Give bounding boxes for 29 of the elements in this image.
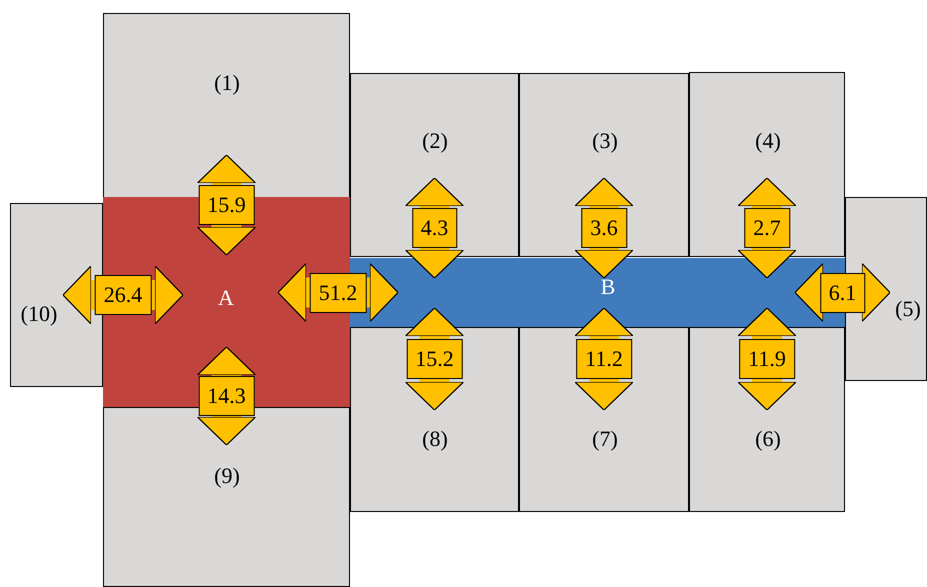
room-box [103,13,350,198]
room-label: (2) [422,128,448,154]
room-label: A [218,285,234,311]
room-box [350,73,519,257]
room-label: B [600,274,616,300]
room-label: (10) [20,301,58,327]
edge-label: 6.1 [820,272,866,312]
room-label: (7) [592,426,618,452]
edge-label: 3.6 [581,208,627,248]
room-label: (3) [592,128,618,154]
edge-label: 26.4 [94,275,152,315]
edge-label: 15.9 [198,185,255,225]
edge-label: 51.2 [310,272,366,312]
room-label: (1) [214,70,240,96]
room-label: (9) [214,463,240,489]
room-box [519,73,689,257]
room-box [103,407,350,587]
edge-label: 14.3 [198,376,255,416]
edge-label: 11.9 [739,339,795,379]
edge-label: 2.7 [744,208,790,248]
room-label: (8) [422,426,448,452]
room-box [10,203,103,387]
room-label: (6) [755,426,781,452]
edge-label: 15.2 [406,339,463,379]
room-label: (5) [895,296,921,322]
edge-label: 4.3 [412,208,458,248]
edge-label: 11.2 [576,339,632,379]
room-box [689,72,845,257]
room-label: (4) [755,128,781,154]
